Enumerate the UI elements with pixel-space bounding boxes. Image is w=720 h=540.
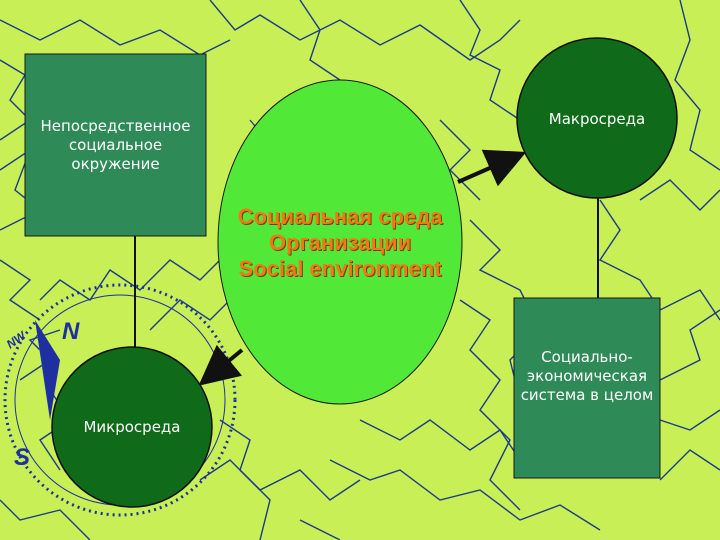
micro-env-circle: [51, 346, 213, 508]
macro-env-circle: [516, 37, 678, 199]
center-title: Социальная среда Организации Social envi…: [210, 204, 470, 282]
arrow-to-micro: [198, 344, 244, 386]
center-title-line2: Организации: [268, 230, 412, 255]
immediate-env-box: [24, 53, 207, 237]
macro-env-label: Макросреда: [548, 110, 646, 128]
socio-economic-box: [513, 297, 661, 479]
center-title-line3: Social environment: [238, 256, 442, 281]
arrow-to-macro: [457, 149, 527, 187]
center-title-line1: Социальная среда: [237, 204, 443, 229]
compass-north-label: N: [62, 318, 80, 345]
center-ellipse: [217, 79, 463, 405]
socio-economic-label: Социально-экономическая система в целом: [520, 348, 654, 404]
immediate-env-label: Непосредственное социальное окружение: [40, 117, 191, 173]
compass-south-label: S: [14, 444, 31, 471]
micro-env-label: Микросреда: [83, 418, 181, 436]
